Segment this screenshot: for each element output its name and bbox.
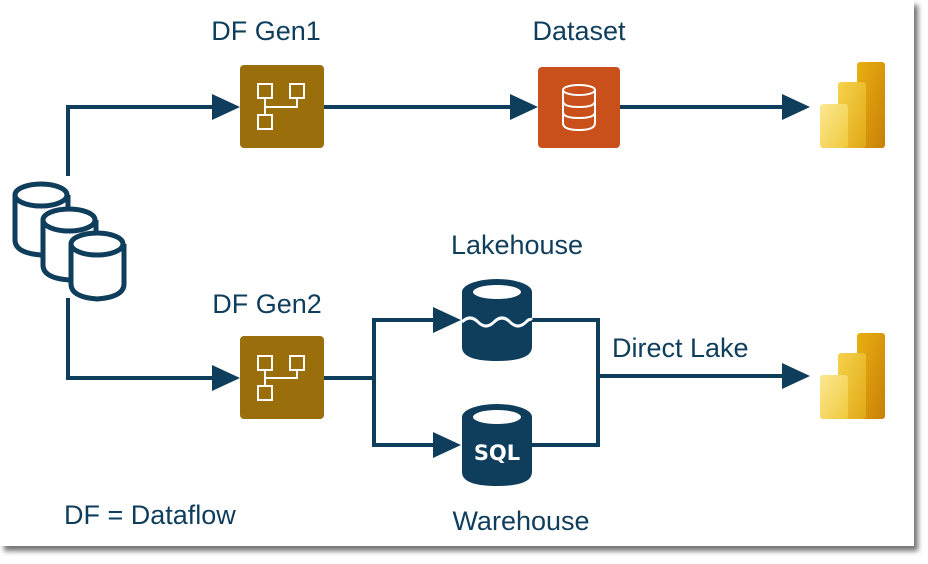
connector-dataset-to-powerbi [620,94,810,120]
lakehouse-label: Lakehouse [451,230,583,260]
lakehouse-node[interactable] [460,279,534,361]
diagram-frame [0,0,914,546]
df-gen2-node[interactable] [240,336,324,419]
database-stack-icon [12,181,127,302]
connector-df-gen2-split [324,307,461,458]
df-gen1-label: DF Gen1 [211,16,321,46]
connector-df-gen1-to-dataset [324,94,538,120]
df-gen2-label: DF Gen2 [212,289,322,319]
warehouse-label: Warehouse [452,506,589,536]
sql-icon-text: SQL [474,441,520,465]
legend-text: DF = Dataflow [64,500,236,530]
arrow-to-lakehouse [433,307,461,333]
direct-lake-label: Direct Lake [612,333,749,363]
power-bi-icon[interactable] [820,62,885,148]
connector-storage-to-powerbi [532,318,810,447]
df-gen1-node[interactable] [240,65,324,148]
dataset-icon [562,84,596,132]
dataset-label: Dataset [532,16,626,46]
arrow-to-warehouse [433,432,461,458]
dataset-node[interactable] [538,67,620,148]
connector-sources-to-df-gen1 [66,94,240,176]
dataflow-icon [257,355,305,401]
warehouse-node[interactable]: SQL [462,404,532,486]
sql-warehouse-icon: SQL [462,404,532,486]
connector-sources-to-df-gen2 [66,298,240,391]
power-bi-icon[interactable] [820,333,885,419]
lakehouse-icon [460,279,534,361]
dataflow-icon [257,83,305,130]
